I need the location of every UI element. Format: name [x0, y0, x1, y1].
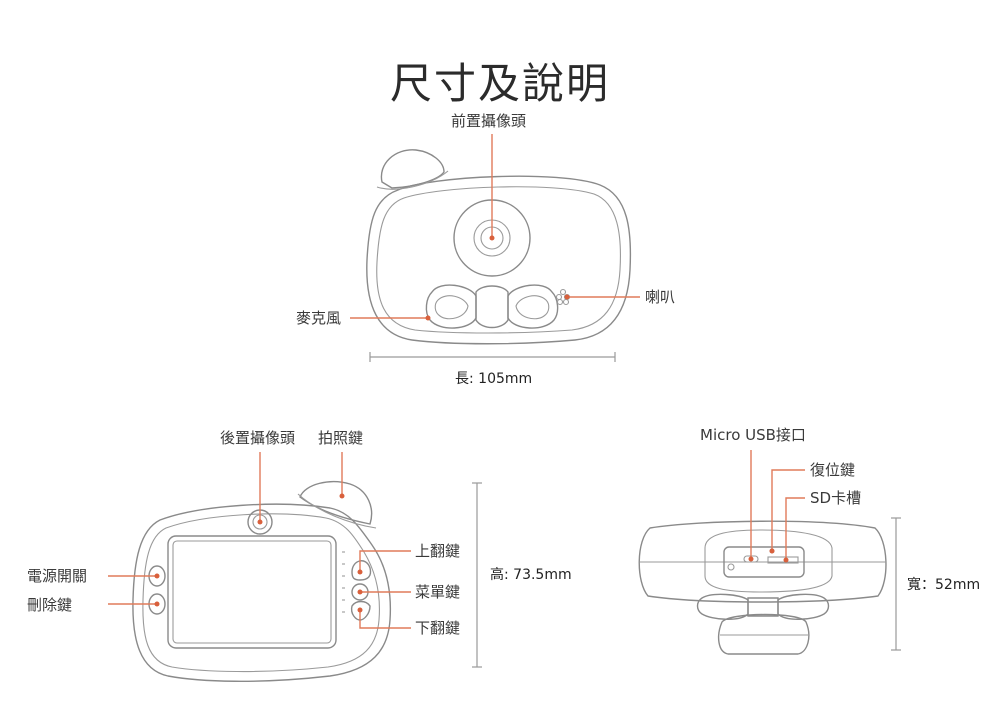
label-micro-usb: Micro USB接口 [700, 426, 806, 444]
label-reset-button: 復位鍵 [810, 461, 856, 479]
back-view-drawing [108, 452, 482, 682]
label-menu-button: 菜單鍵 [415, 583, 461, 601]
dimension-length: 長: 105mm [455, 371, 533, 387]
label-rear-camera: 後置攝像頭 [220, 429, 296, 447]
label-page-down-button: 下翻鍵 [415, 619, 461, 637]
label-delete-button: 刪除鍵 [27, 596, 73, 614]
label-shutter-button: 拍照鍵 [318, 429, 364, 447]
front-view-drawing [350, 134, 640, 362]
label-sd-slot: SD卡槽 [810, 489, 862, 507]
label-page-up-button: 上翻鍵 [415, 542, 461, 560]
label-speaker: 喇叭 [645, 288, 676, 306]
label-microphone: 麥克風 [296, 309, 342, 327]
page-title: 尺寸及說明 [389, 59, 610, 109]
dimension-width: 寬：52mm [907, 577, 981, 593]
bottom-view-drawing [638, 450, 901, 655]
dimension-height: 高: 73.5mm [490, 567, 572, 583]
label-front-camera: 前置攝像頭 [451, 112, 527, 130]
label-power-switch: 電源開關 [27, 567, 88, 585]
